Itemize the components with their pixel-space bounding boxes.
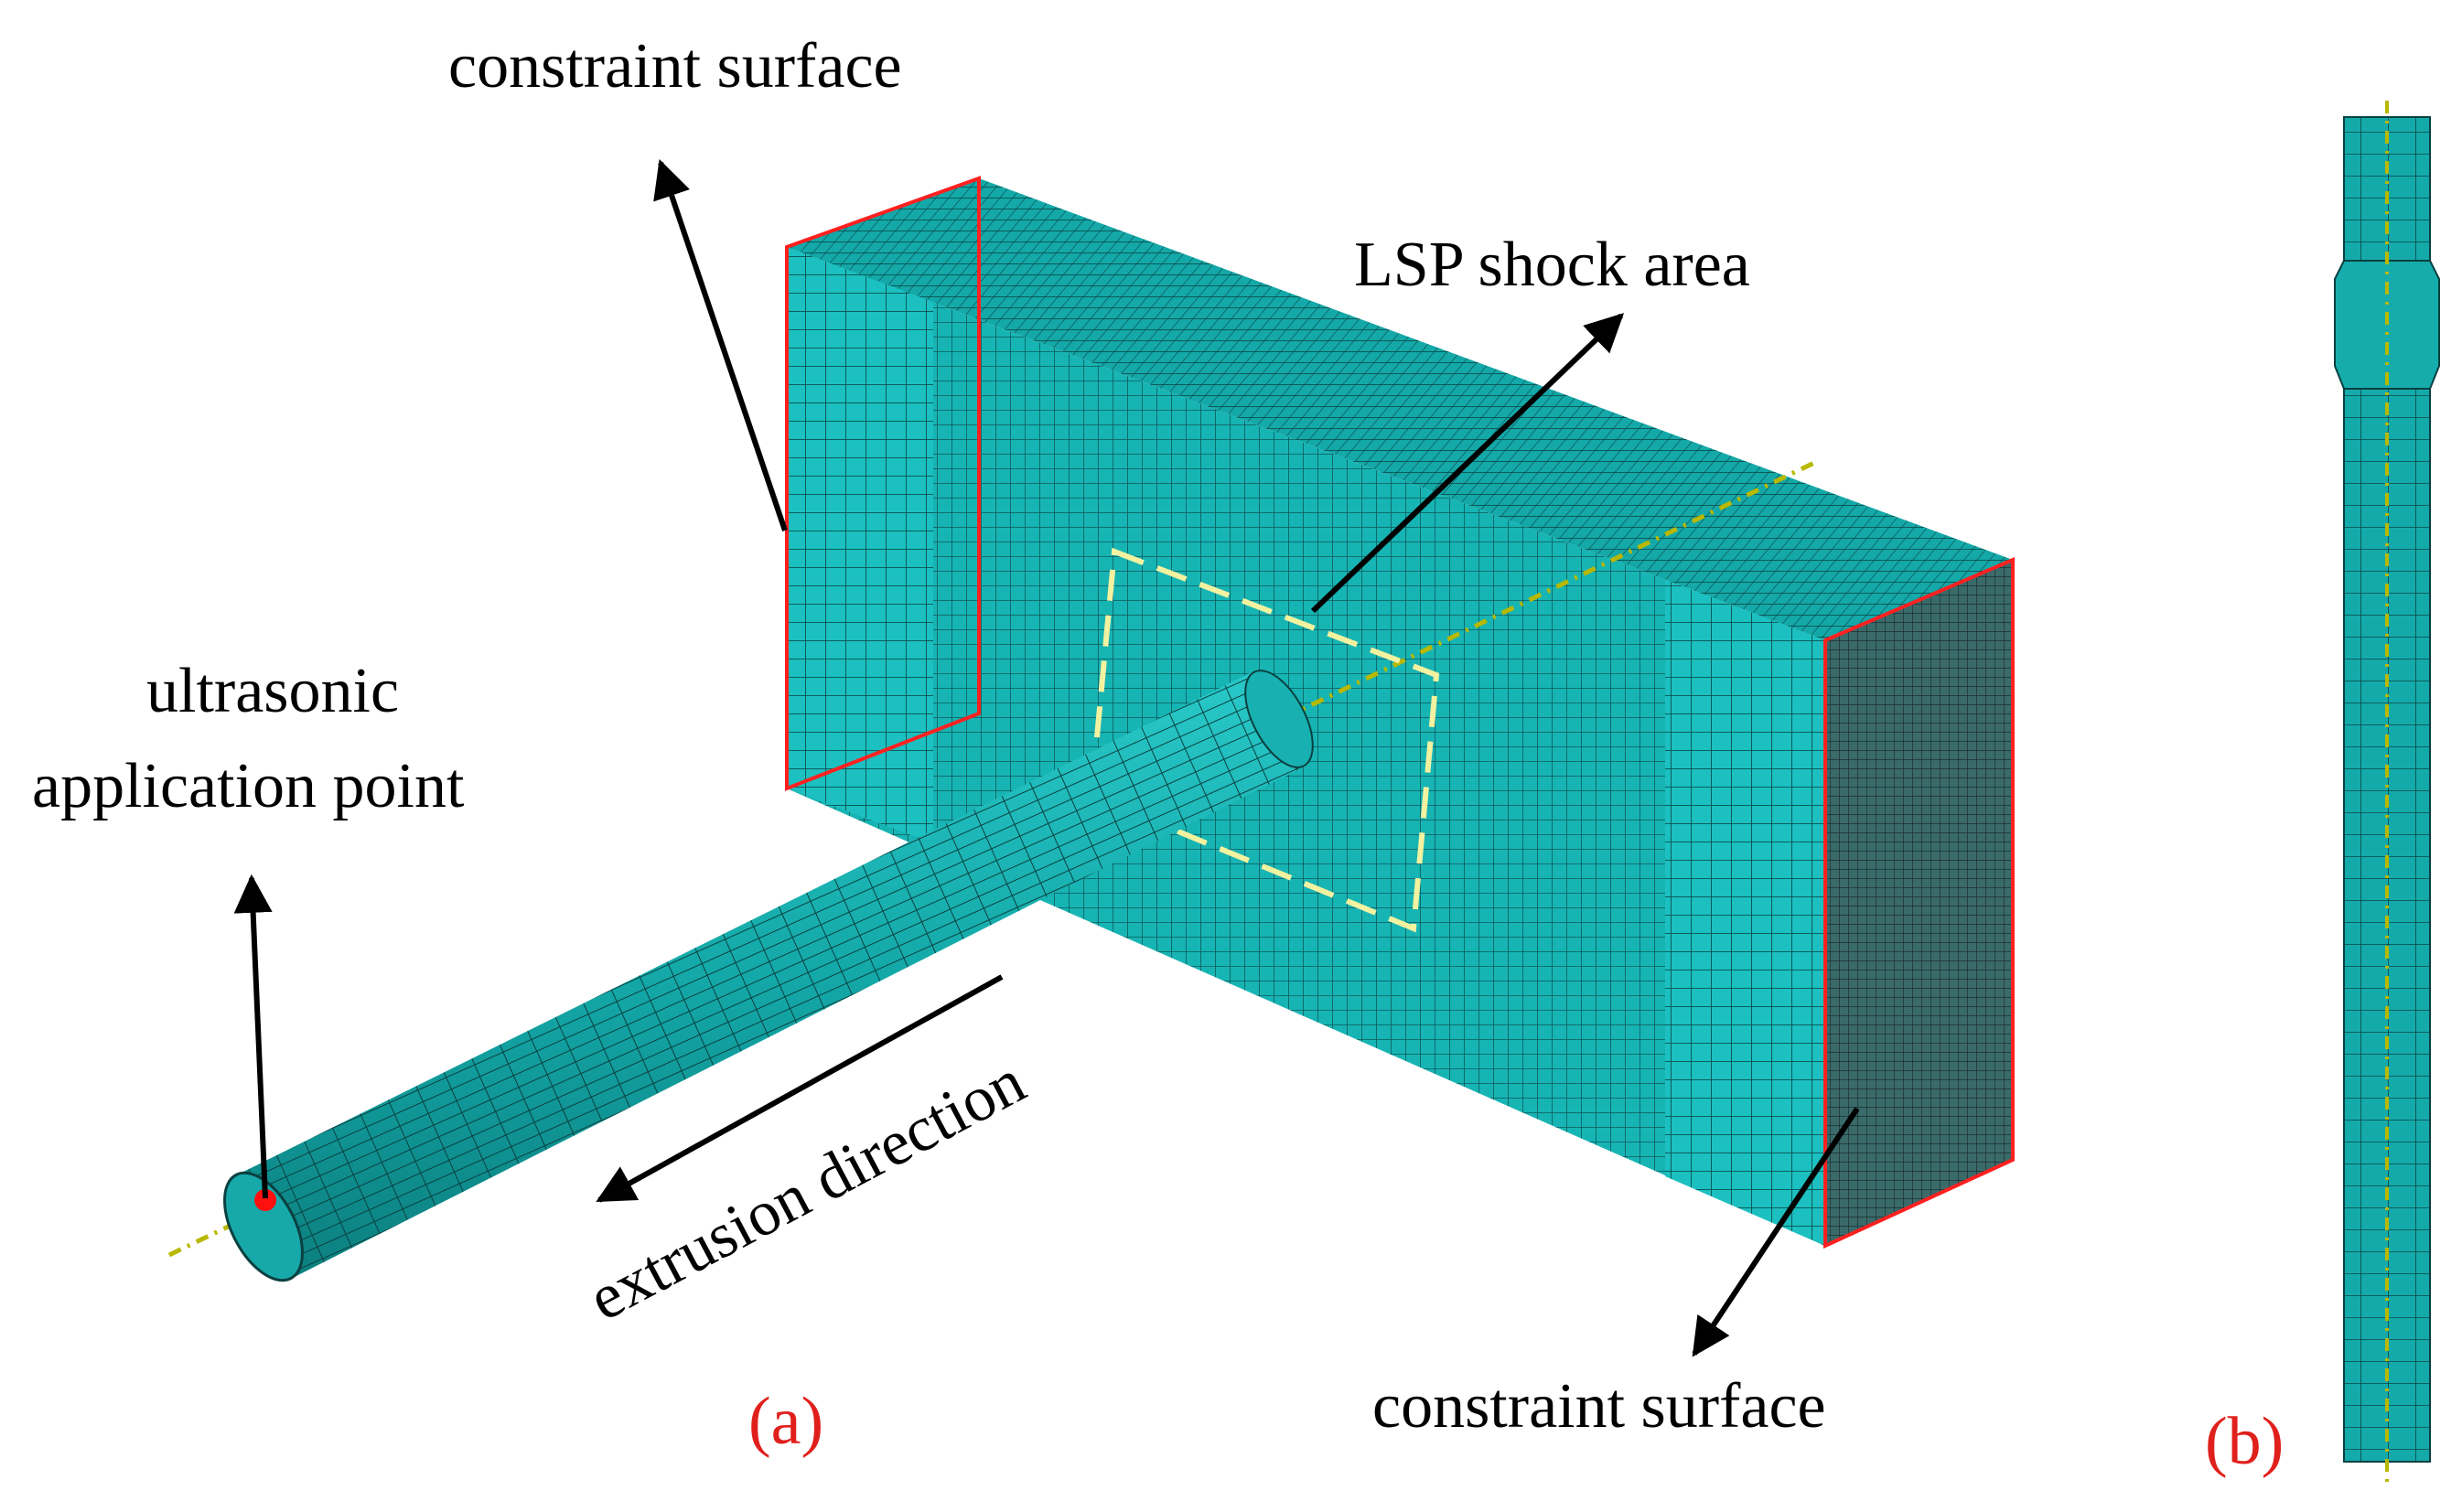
arrow-lsp-area (1310, 313, 1625, 614)
panel-b: (b) (2205, 101, 2440, 1484)
block-top-face (787, 178, 2013, 640)
constraint-surface-left-outline (785, 176, 981, 791)
lsp-shock-area-box (1088, 547, 1440, 933)
block-end-face (1825, 560, 2013, 1246)
arrow-extrusion (596, 974, 1004, 1203)
constraint-surface-right-outline (1823, 556, 2015, 1249)
arrow-ultrasonic (233, 874, 273, 1199)
rod-far-end (1244, 670, 1314, 768)
block-front-coarse-band (787, 247, 933, 843)
panel-a-label: (a) (748, 1384, 823, 1459)
rod-near-end (223, 1171, 304, 1282)
extrusion-rod (223, 670, 1314, 1282)
rod-mesh (236, 672, 1306, 1279)
panel-b-label: (b) (2205, 1404, 2284, 1479)
arrow-constraint-top (653, 159, 788, 531)
arrow-constraint-bottom (1692, 1107, 1860, 1357)
label-constraint-surface-bottom: constraint surface (1372, 1371, 1826, 1442)
label-lsp-shock-area: LSP shock area (1354, 230, 1750, 300)
label-constraint-surface-top: constraint surface (448, 31, 902, 102)
label-application-point: application point (32, 751, 465, 821)
ultrasonic-point-marker (254, 1189, 276, 1211)
panel-a: constraint surface LSP shock area ultras… (32, 31, 2015, 1459)
label-ultrasonic: ultrasonic (146, 656, 399, 726)
block-front-coarse-band-right (1665, 580, 1825, 1246)
